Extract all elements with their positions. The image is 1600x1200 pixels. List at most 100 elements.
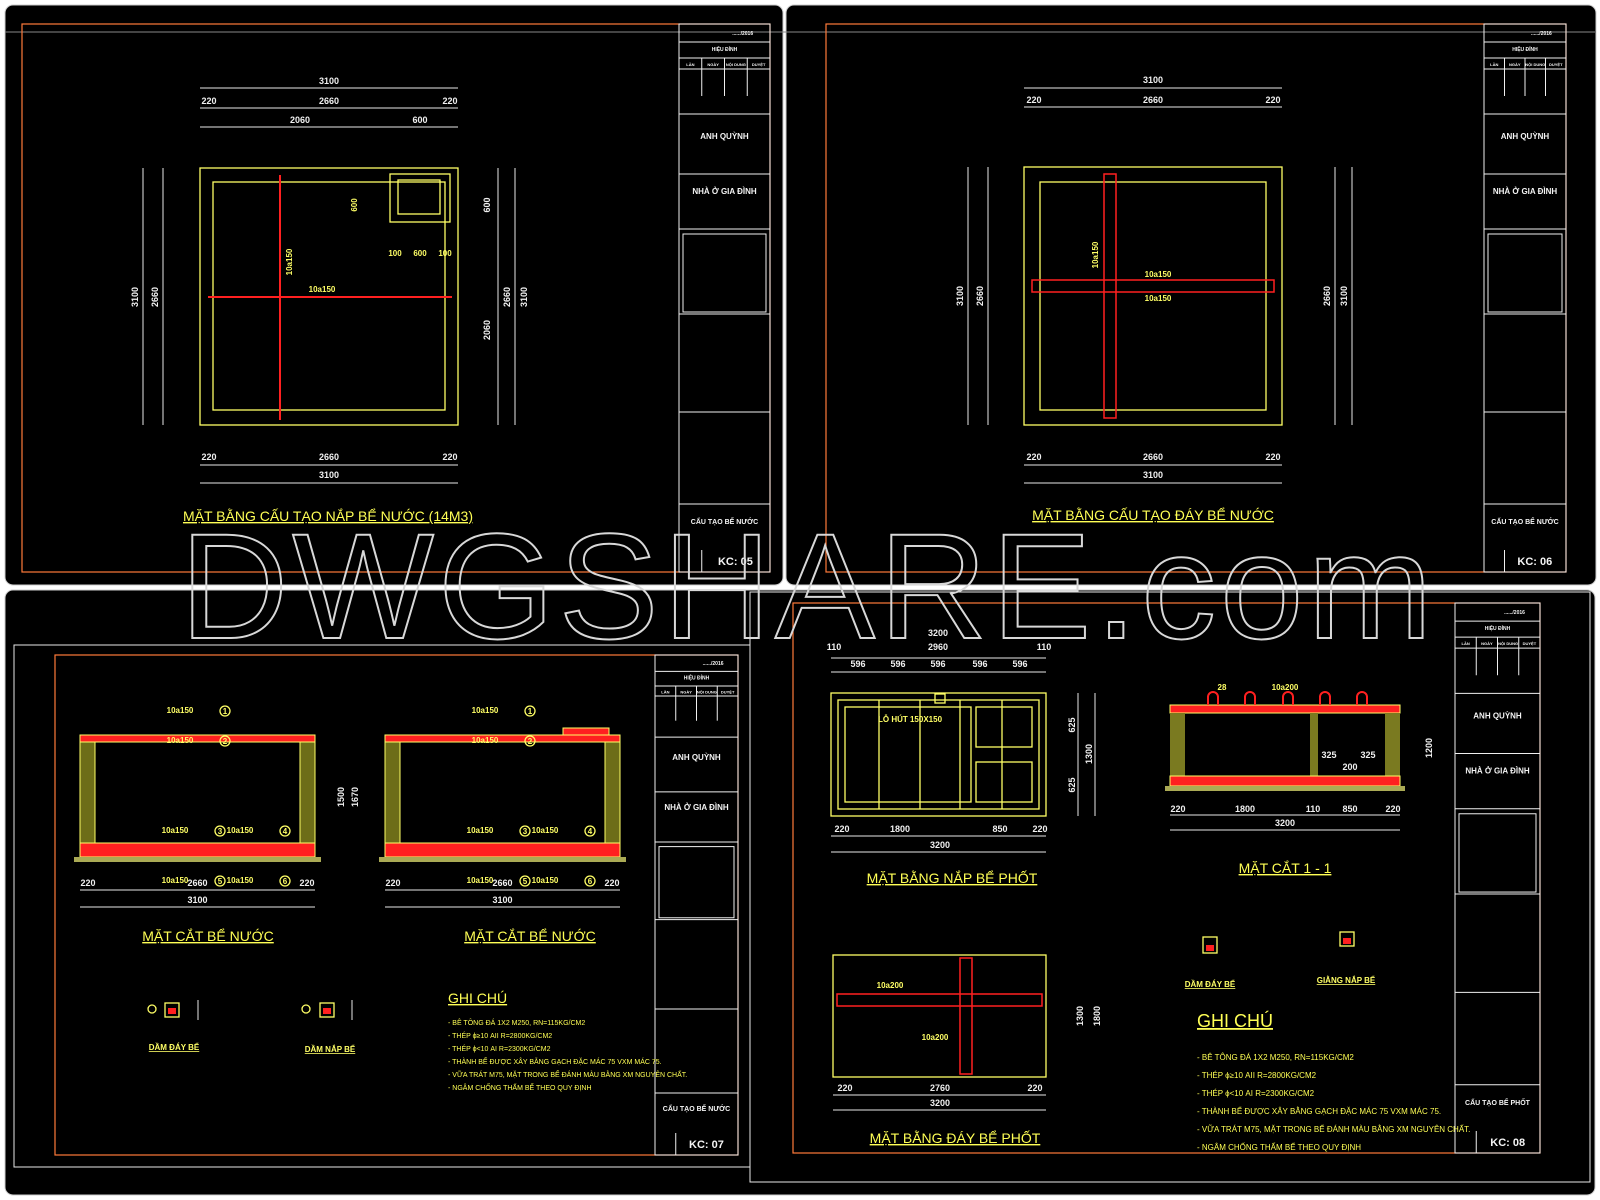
dim: 1800 (1092, 1006, 1102, 1026)
rebar-label: 10a200 (922, 1033, 949, 1042)
watermark-logo: DWGSHARE.com (180, 502, 1436, 670)
foundation-layer (74, 857, 321, 862)
sheet-panel-bottom[interactable] (4, 589, 1596, 1196)
note-item: - THÉP ϕ≥10 AII R=2800KG/CM2 (1197, 1071, 1317, 1080)
title-block-col: NỘI DUNG (697, 689, 717, 694)
dim: 2960 (928, 642, 948, 652)
title-block-col: LẦN (661, 689, 669, 694)
dim: 200 (1342, 762, 1357, 772)
dim: 220 (1385, 804, 1400, 814)
dim-a: 2060 (482, 320, 492, 340)
title-block-col: DUYỆT (752, 62, 766, 67)
rebar-label: 10a200 (877, 981, 904, 990)
dim-overall: 3100 (1339, 286, 1349, 306)
bottom-slab (79, 842, 316, 858)
septic-lid-plan-title: MẶT BẰNG NẮP BỂ PHỐT (867, 869, 1038, 886)
rebar-mark: 5 (523, 877, 528, 886)
dim-wall: 220 (385, 878, 400, 888)
rebar-mark-circle (219, 705, 231, 717)
dim-hole: 600 (482, 197, 492, 212)
dim-inner: 2660 (1143, 452, 1163, 462)
rebar-mark: 2 (528, 737, 533, 746)
title-block-owner: ANH QUỲNH (1473, 711, 1522, 720)
rebar-mark: 6 (588, 877, 593, 886)
sheet-panel-kc06[interactable] (785, 4, 1597, 586)
dim: 220 (1170, 804, 1185, 814)
rebar-mark: 5 (218, 877, 223, 886)
title-block-col: NGÀY (1509, 62, 1521, 67)
dim: 596 (1012, 659, 1027, 669)
rebar-mark: 3 (523, 827, 528, 836)
rebar-mark: 6 (283, 877, 288, 886)
dim-wall: 220 (1265, 95, 1280, 105)
right-wall (604, 741, 621, 846)
title-block-col: NỘI DUNG (726, 62, 746, 67)
note-item: - THÉP ϕ<10 AI R=2300KG/CM2 (1197, 1089, 1315, 1098)
dim-overall: 3100 (1143, 75, 1163, 85)
rebar-label: 10a150 (1145, 270, 1172, 279)
dim-inner: 2660 (319, 452, 339, 462)
dim: 625 (1067, 777, 1077, 792)
rebar-label: 10a150 (472, 736, 499, 745)
dim-overall: 3100 (130, 287, 140, 307)
dim-inner: 2660 (150, 287, 160, 307)
dim-hole: 600 (412, 115, 427, 125)
dim-inner: 2660 (187, 878, 207, 888)
dim-overall: 3100 (319, 76, 339, 86)
dim-overall: 3100 (492, 895, 512, 905)
dim-edge: 100 (438, 249, 452, 258)
note-item: - VỮA TRÁT M75, MẶT TRONG BỂ ĐÁNH MÀU BẰ… (448, 1069, 687, 1079)
title-block-revision: HIỆU ĐÍNH (712, 45, 738, 53)
septic-lid-plan-drawing: LỖ HÚT 150X150 3200 2960 110 110 596 596… (827, 628, 1096, 853)
dim-overall: 3100 (955, 286, 965, 306)
septic-beam-details (1202, 931, 1355, 954)
section-height-total-dim: 1670 (350, 787, 360, 807)
dim-overall: 3100 (1143, 470, 1163, 480)
title-block-sheet-title: CẤU TẠO BỂ PHỐT (1465, 1097, 1531, 1107)
title-block-col: NGÀY (1481, 641, 1493, 646)
title-block-project: NHÀ Ở GIA ĐÌNH (664, 803, 729, 812)
dim: 3200 (928, 628, 948, 638)
title-block-revision: HIỆU ĐÍNH (684, 674, 710, 682)
title-block-col: DUYỆT (721, 689, 735, 694)
title-block-col: NGÀY (707, 62, 719, 67)
dim: 625 (1067, 717, 1077, 732)
dim: 596 (972, 659, 987, 669)
dim: 1300 (1075, 1006, 1085, 1026)
dim: 325 (1360, 750, 1375, 760)
rebar-label: 10a150 (1145, 294, 1172, 303)
lid-plan-title: MẶT BẰNG CẤU TẠO NẮP BỂ NƯỚC (14M3) (183, 507, 473, 524)
title-block-revision: HIỆU ĐÍNH (1512, 45, 1538, 53)
rebar-label: 10a150 (162, 876, 189, 885)
title-block-owner: ANH QUỲNH (672, 753, 721, 762)
title-block-sheet-title: CẤU TẠO BỂ NƯỚC (691, 516, 758, 526)
title-block-col: NỘI DUNG (1525, 62, 1545, 67)
note-item: - THÀNH BỂ ĐƯỢC XÂY BẰNG GẠCH ĐẶC MÁC 75… (1197, 1107, 1441, 1116)
beam-lid-title: DẦM NẮP BỂ (305, 1044, 356, 1054)
dim-overall: 3100 (519, 287, 529, 307)
note-item: - NGÂM CHỐNG THẤM BỂ THEO QUY ĐỊNH (1197, 1142, 1361, 1152)
dim: 596 (930, 659, 945, 669)
dim-wall: 220 (442, 452, 457, 462)
dim-inner: 2660 (492, 878, 512, 888)
dim-wall: 220 (442, 96, 457, 106)
title-block-border (654, 654, 739, 1156)
title-block-border (1483, 23, 1567, 573)
title-block-owner: ANH QUỲNH (1501, 132, 1550, 141)
dim-wall: 220 (201, 452, 216, 462)
dim-wall: 220 (604, 878, 619, 888)
sheet-panel-kc05[interactable] (4, 4, 784, 586)
title-block-col: LẦN (1490, 62, 1498, 67)
dim: 850 (992, 824, 1007, 834)
section-a-title: MẶT CẮT BỂ NƯỚC (142, 927, 274, 944)
lid-slab (384, 734, 621, 743)
rebar-mark: 1 (223, 707, 228, 716)
rebar-mark-circle (584, 875, 596, 887)
dim: 325 (1321, 750, 1336, 760)
